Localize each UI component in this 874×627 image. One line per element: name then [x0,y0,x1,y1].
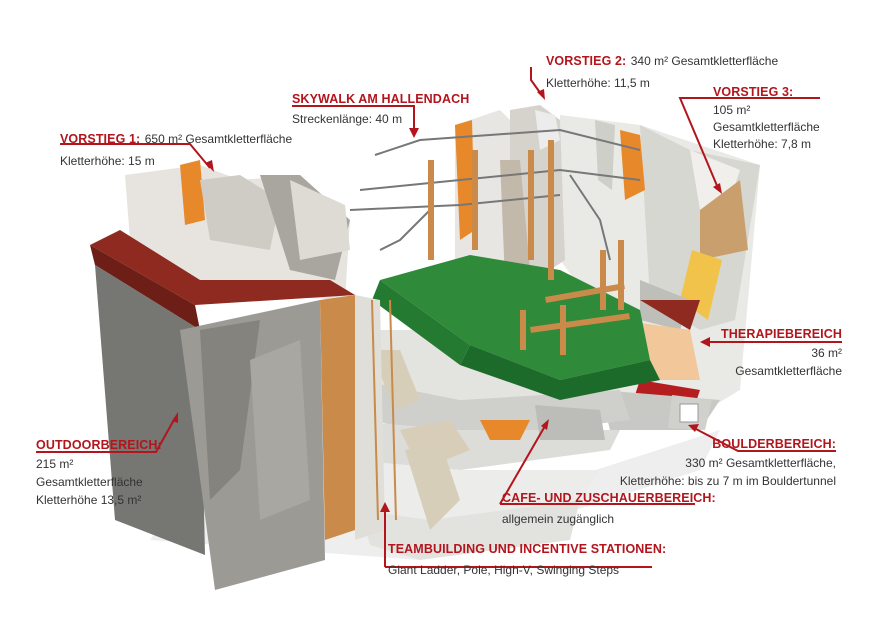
vorstieg3-callout: VORSTIEG 3: 105 m² Gesamtkletterfläche K… [713,85,820,151]
skywalk-callout: SKYWALK AM HALLENDACH Streckenlänge: 40 … [292,92,469,126]
outdoor-leader [36,417,176,453]
cafe-detail: allgemein zugänglich [502,511,615,526]
vorstieg3-arrowhead [713,183,722,194]
therapie-area-label: Gesamtkletterfläche [735,363,842,378]
therapie-title: THERAPIEBEREICH [721,327,842,341]
vorstieg1-title: VORSTIEG 1: [60,132,141,146]
boulder-area: 330 m² Gesamtkletterfläche, [685,455,836,470]
vorstieg1-callout: VORSTIEG 1: 650 m² Gesamtkletterfläche K… [60,130,292,168]
vorstieg3-title: VORSTIEG 3: [713,85,794,99]
boulder-height: Kletterhöhe: bis zu 7 m im Bouldertunnel [619,473,836,488]
outdoor-area-label: Gesamtkletterfläche [36,474,143,489]
cafe-arrowhead [541,419,549,430]
teambuilding-callout: TEAMBUILDING UND INCENTIVE STATIONEN: Gi… [388,542,666,577]
boulder-title: BOULDERBEREICH: [712,437,836,451]
vorstieg2-arrowhead [537,89,545,100]
boulder-callout: BOULDERBEREICH: 330 m² Gesamtkletterfläc… [536,437,836,488]
teambuilding-detail: Giant Ladder, Pole, High-V, Swinging Ste… [388,562,620,577]
vorstieg2-detail: 340 m² Gesamtkletterfläche [630,54,779,68]
skywalk-arrowhead [409,128,419,138]
skywalk-leader [292,105,415,132]
outdoor-callout: OUTDOORBEREICH: 215 m² Gesamtkletterfläc… [36,438,162,507]
boulder-arrowhead [688,424,699,432]
outdoor-height: Kletterhöhe 13,5 m² [36,493,142,508]
therapie-callout: THERAPIEBEREICH 36 m² Gesamtkletterfläch… [662,327,842,378]
vorstieg3-leader [678,97,820,189]
vorstieg3-area-label: Gesamtkletterfläche [713,119,820,134]
callout-lines [36,67,842,568]
teambuilding-title: TEAMBUILDING UND INCENTIVE STATIONEN: [388,542,667,556]
wooden-poles [428,140,630,355]
therapie-area: 36 m² [811,345,842,360]
outdoor-title: OUTDOORBEREICH: [36,438,162,452]
skywalk-title: SKYWALK AM HALLENDACH [292,92,470,106]
vorstieg3-area: 105 m² [713,102,751,117]
skywalk-frame [349,128,641,261]
cafe-title: CAFE- UND ZUSCHAUERBEREICH: [502,491,716,505]
cafe-leader-diagonal [499,425,546,505]
boulder-leader [693,427,836,452]
therapie-arrowhead [700,337,710,347]
left-side-wall [355,295,397,540]
skywalk-length: Streckenlänge: 40 m [292,111,403,126]
outdoor-area: 215 m² [36,456,74,471]
left-tower [90,160,355,590]
cafe-callout: CAFE- UND ZUSCHAUERBEREICH: allgemein zu… [502,491,716,526]
vorstieg2-leader [530,67,542,95]
vorstieg1-arrowhead [205,160,214,172]
teambuilding-arrowhead [380,502,390,512]
vorstieg2-callout: VORSTIEG 2: 340 m² Gesamtkletterfläche K… [546,52,778,90]
skywalk-net [372,255,660,400]
callout-arrowheads [172,89,722,512]
vorstieg1-height: Kletterhöhe: 15 m [60,153,155,168]
vorstieg2-title: VORSTIEG 2: [546,54,627,68]
vorstieg2-height: Kletterhöhe: 11,5 m [546,75,650,90]
vorstieg1-leader [60,143,211,169]
vorstieg1-detail: 650 m² Gesamtkletterfläche [144,132,293,146]
vorstieg3-height: Kletterhöhe: 7,8 m [713,137,812,152]
outdoor-arrowhead [172,412,178,423]
